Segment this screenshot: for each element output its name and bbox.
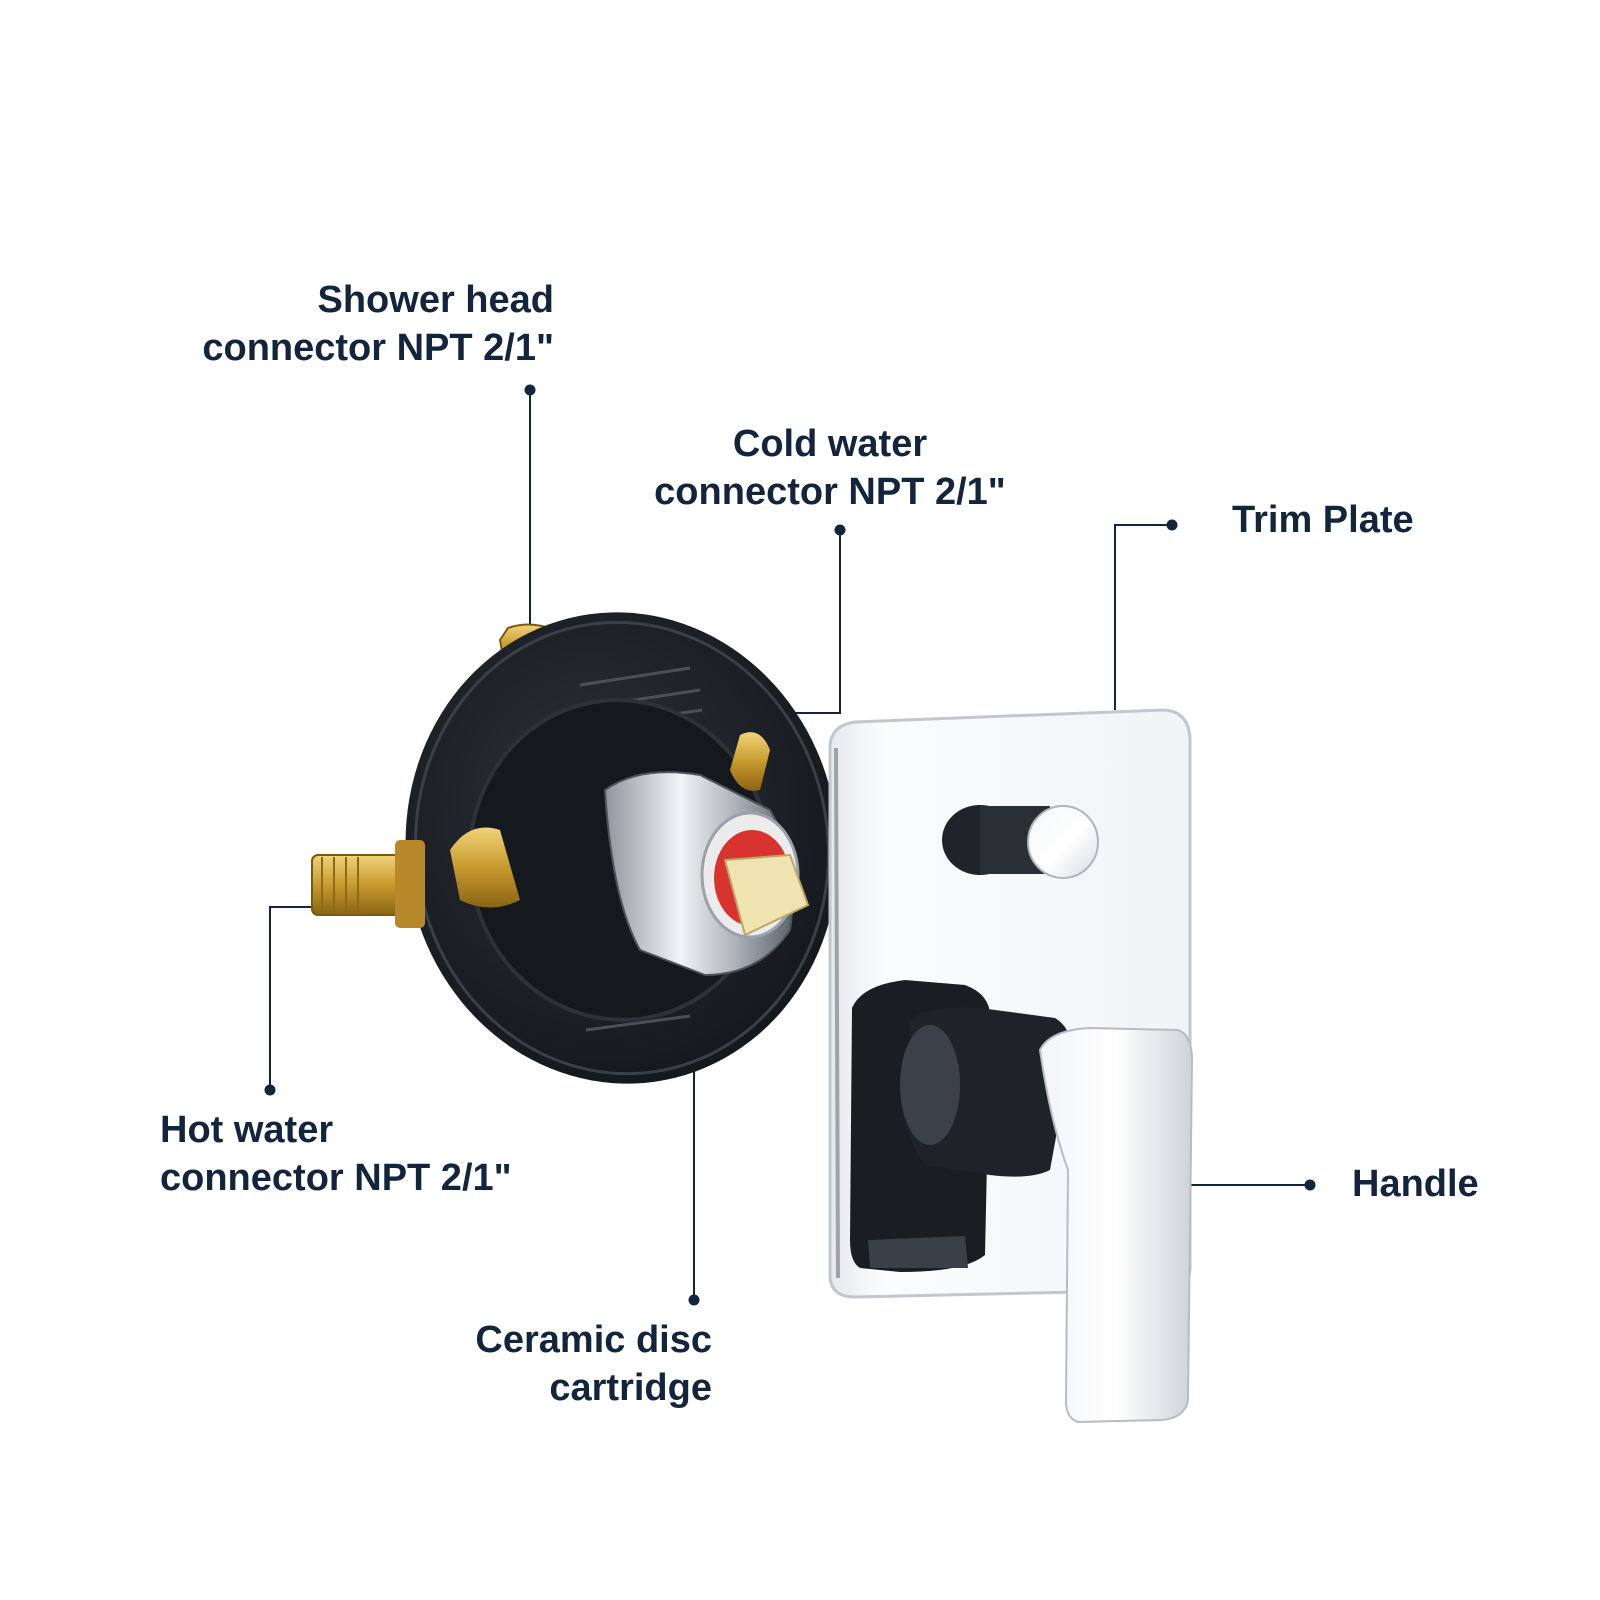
inlet-threads (321, 857, 359, 913)
callout-hot-water-line1: Hot water (160, 1109, 334, 1151)
lever-handle-icon (850, 980, 1194, 1424)
callout-hot-water: Hot water connector NPT 2/1" (160, 1106, 560, 1202)
callout-cold-water-line1: Cold water (732, 423, 928, 465)
callout-trim-plate-line1: Trim Plate (1232, 499, 1414, 541)
leader-trim-plate (1114, 524, 1172, 710)
callout-shower-head-line2: connector NPT 2/1" (202, 327, 554, 369)
dot-ceramic-disc (688, 1294, 700, 1306)
cartridge-stem-icon (723, 853, 810, 937)
diverter-knob-icon (942, 805, 1099, 879)
leader-lines (269, 390, 1310, 1300)
dot-cold-water (834, 524, 846, 536)
callout-cold-water: Cold water connector NPT 2/1" (630, 420, 1030, 516)
dot-handle (1304, 1179, 1316, 1191)
leader-cold-water (780, 530, 841, 714)
callout-ceramic-disc: Ceramic disc cartridge (440, 1316, 712, 1412)
callout-handle: Handle (1352, 1160, 1552, 1208)
callout-cold-water-line2: connector NPT 2/1" (654, 471, 1006, 513)
hot-water-inlet-icon (311, 854, 408, 916)
handle-lever-blade (1038, 1026, 1194, 1424)
handle-hub-icon (900, 1025, 960, 1145)
trim-plate-edge (834, 747, 840, 1279)
dot-hot-water (264, 1084, 276, 1096)
callout-ceramic-disc-line1: Ceramic disc (475, 1319, 712, 1361)
leader-dots (264, 384, 1316, 1306)
callout-shower-head: Shower head connector NPT 2/1" (150, 276, 554, 372)
callout-hot-water-line2: connector NPT 2/1" (160, 1157, 512, 1199)
callout-handle-line1: Handle (1352, 1163, 1479, 1205)
leader-hot-water (269, 906, 340, 1090)
brass-body-icon (450, 827, 520, 908)
callout-ceramic-disc-line2: cartridge (549, 1367, 712, 1409)
brass-fitting-icon (730, 732, 770, 791)
inlet-hex-nut-icon (395, 840, 425, 928)
rough-in-valve-icon (311, 612, 839, 1084)
dot-trim-plate (1166, 519, 1178, 531)
dot-shower-head (524, 384, 536, 396)
callout-trim-plate: Trim Plate (1232, 496, 1492, 544)
callout-shower-head-line1: Shower head (317, 279, 555, 321)
